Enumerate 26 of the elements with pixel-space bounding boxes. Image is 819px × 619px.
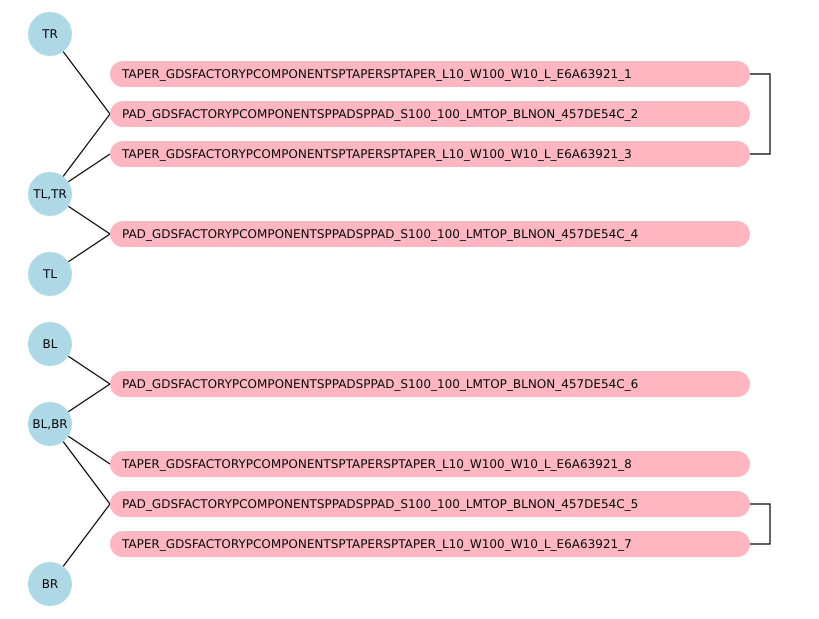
component-node: TAPER_GDSFACTORYPCOMPONENTSPTAPERSPTAPER_L10_W100_W10_L_E6A63921_8 xyxy=(110,451,750,477)
connector-line xyxy=(62,114,110,177)
connector-line xyxy=(68,234,110,262)
net-circle: TL,TR xyxy=(28,172,72,216)
component-node: TAPER_GDSFACTORYPCOMPONENTSPTAPERSPTAPER_L10_W100_W10_L_E6A63921_3 xyxy=(110,141,750,167)
component-node: TAPER_GDSFACTORYPCOMPONENTSPTAPERSPTAPER_L10_W100_W10_L_E6A63921_7 xyxy=(110,531,750,557)
connector-line xyxy=(62,504,110,567)
net-circle: BR xyxy=(28,562,72,606)
connector-line xyxy=(62,51,110,114)
component-node: PAD_GDSFACTORYPCOMPONENTSPPADSPPAD_S100_100_LMTOP_BLNON_457DE54C_6 xyxy=(110,371,750,397)
connector-line xyxy=(68,154,110,182)
component-node: TAPER_GDSFACTORYPCOMPONENTSPTAPERSPTAPER_L10_W100_W10_L_E6A63921_1 xyxy=(110,61,750,87)
connector-line xyxy=(68,384,110,412)
connector-line xyxy=(750,503,771,545)
connector-line xyxy=(68,206,110,234)
net-circle: TL xyxy=(28,252,72,296)
net-circle: BL,BR xyxy=(28,402,72,446)
connector-line xyxy=(68,356,110,384)
connector-line xyxy=(62,441,110,504)
component-node: PAD_GDSFACTORYPCOMPONENTSPPADSPPAD_S100_100_LMTOP_BLNON_457DE54C_2 xyxy=(110,101,750,127)
connector-line xyxy=(68,436,110,464)
net-circle: BL xyxy=(28,322,72,366)
component-node: PAD_GDSFACTORYPCOMPONENTSPPADSPPAD_S100_100_LMTOP_BLNON_457DE54C_5 xyxy=(110,491,750,517)
component-node: PAD_GDSFACTORYPCOMPONENTSPPADSPPAD_S100_100_LMTOP_BLNON_457DE54C_4 xyxy=(110,221,750,247)
net-circle: TR xyxy=(28,12,72,56)
connector-line xyxy=(750,73,771,155)
